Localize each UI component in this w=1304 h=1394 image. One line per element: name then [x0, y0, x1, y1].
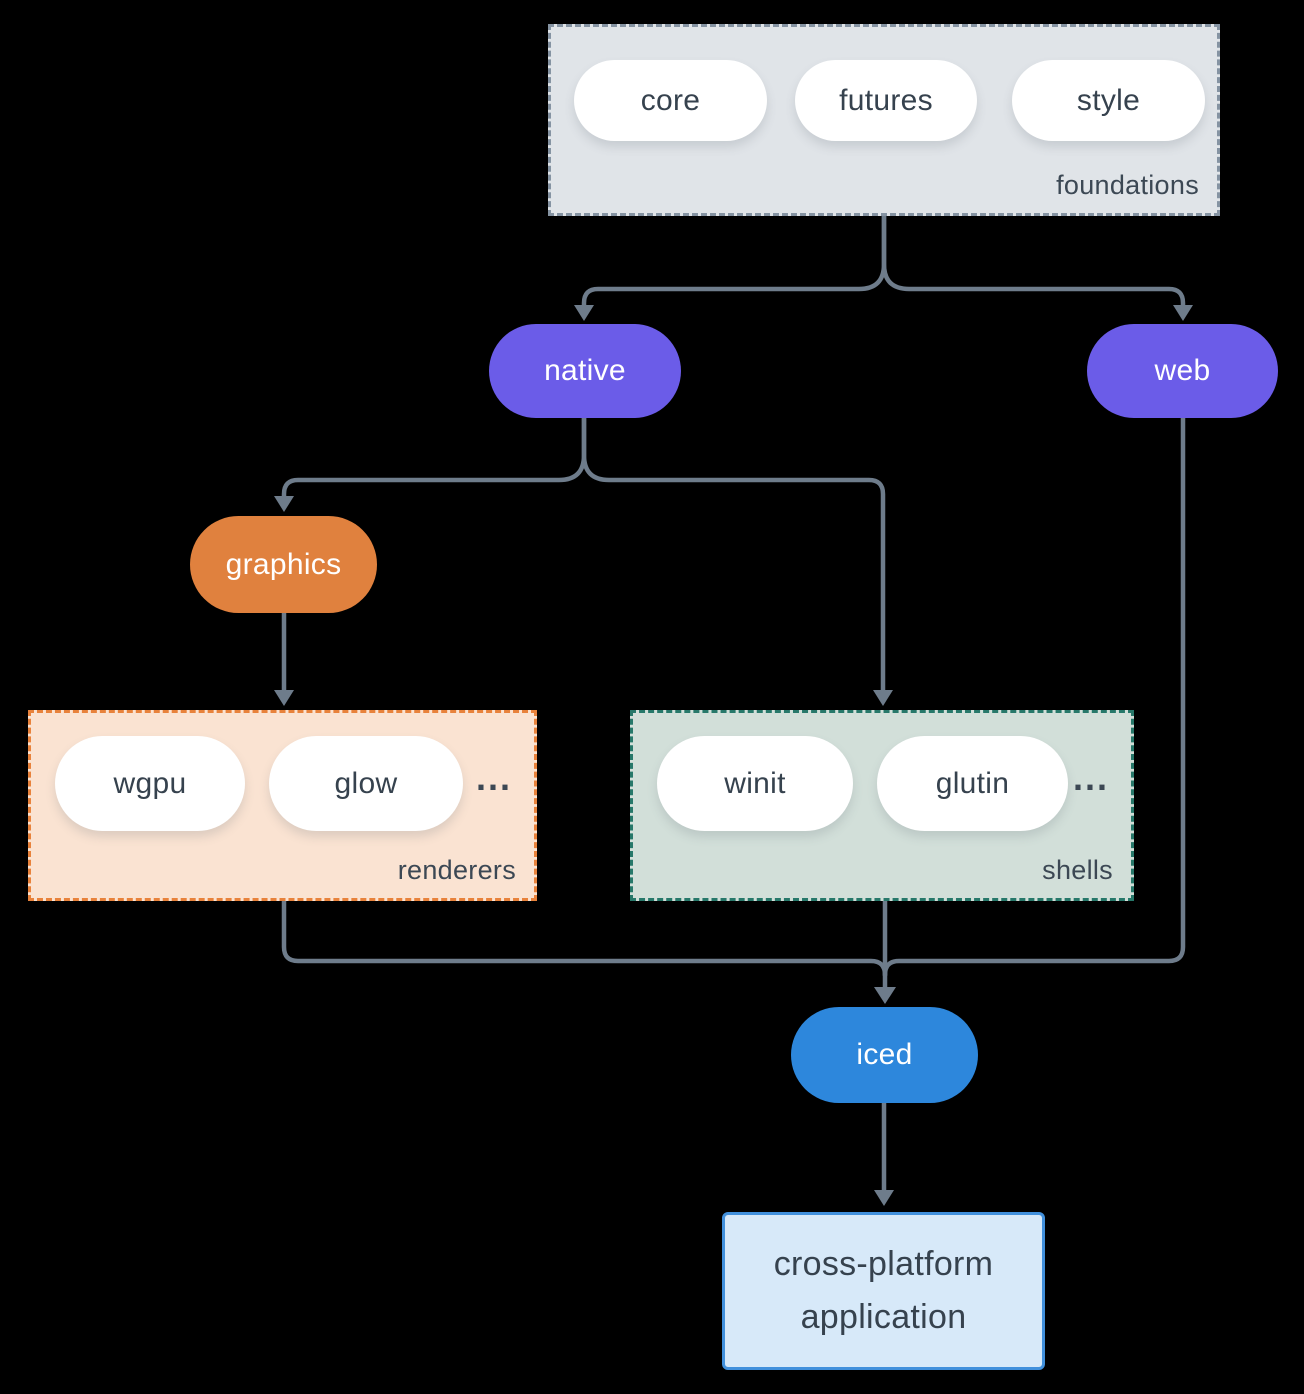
edge-native-graphics — [281, 415, 587, 500]
group-foundations: core futures style foundations — [548, 24, 1220, 216]
group-renderers: wgpu glow ... renderers — [28, 710, 537, 901]
edge-renderers-iced — [281, 898, 888, 978]
node-web: web — [1087, 324, 1278, 418]
node-core: core — [574, 60, 767, 141]
node-winit: winit — [657, 736, 853, 831]
group-renderers-label: renderers — [397, 855, 516, 885]
arrowhead-application — [874, 1190, 894, 1206]
node-native-label: native — [544, 354, 626, 387]
group-shells: winit glutin ... shells — [630, 710, 1134, 901]
edge-foundations-native — [581, 213, 887, 309]
node-web-label: web — [1154, 354, 1211, 387]
renderers-ellipsis: ... — [475, 757, 512, 798]
node-glow: glow — [269, 736, 463, 831]
node-iced: iced — [791, 1007, 978, 1103]
arrowhead-graphics — [274, 496, 294, 512]
node-core-label: core — [640, 83, 701, 117]
group-foundations-label: foundations — [1056, 170, 1199, 200]
edge-foundations-web — [881, 213, 1186, 309]
group-shells-label: shells — [1042, 855, 1113, 885]
node-style: style — [1012, 60, 1205, 141]
node-glutin: glutin — [877, 736, 1068, 831]
node-winit-label: winit — [724, 766, 786, 800]
node-graphics-label: graphics — [225, 547, 342, 581]
arrowhead-web — [1173, 305, 1193, 321]
node-glow-label: glow — [334, 766, 398, 800]
arrowhead-iced — [874, 987, 896, 1004]
node-graphics: graphics — [190, 516, 377, 613]
node-native: native — [489, 324, 681, 418]
node-style-label: style — [1076, 83, 1141, 117]
arrowhead-shells — [873, 690, 893, 706]
node-application: cross-platform application — [722, 1212, 1045, 1370]
node-application-line1: cross-platform — [773, 1245, 994, 1284]
arrowhead-renderers — [274, 690, 294, 706]
node-application-line2: application — [800, 1298, 967, 1336]
arrowhead-native — [574, 305, 594, 321]
shells-ellipsis: ... — [1072, 757, 1109, 798]
node-iced-label: iced — [856, 1038, 913, 1071]
node-futures: futures — [795, 60, 977, 141]
node-futures-label: futures — [839, 83, 933, 117]
node-wgpu: wgpu — [55, 736, 245, 831]
node-glutin-label: glutin — [935, 766, 1010, 800]
node-wgpu-label: wgpu — [113, 766, 187, 800]
edge-native-shells — [581, 415, 886, 694]
